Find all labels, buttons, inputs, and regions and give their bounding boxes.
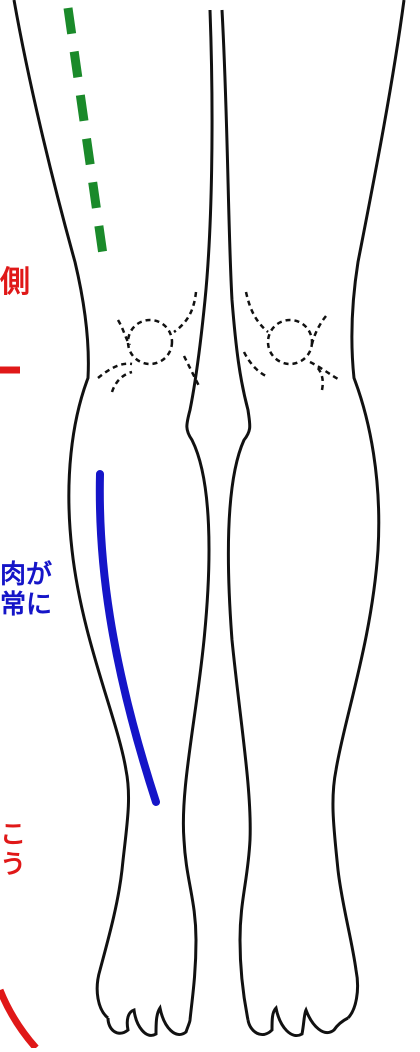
blue-annotation-line1: 肉が (0, 560, 52, 590)
red-curve-bottom (0, 990, 36, 1048)
red-annotation-low: こ う (0, 820, 26, 880)
right-leg-inner-contour (222, 10, 250, 1020)
right-leg-outer-contour (333, 0, 404, 1018)
blue-annotation-line2: 常に (0, 590, 52, 620)
blue-annotation: 肉が 常に (0, 560, 52, 620)
right-foot-toes (248, 1008, 348, 1036)
left-kneecap-dotted (98, 292, 200, 392)
right-kneecap-dotted (244, 292, 340, 390)
left-leg-outer-contour (14, 0, 129, 1018)
green-dashed-thigh-line (68, 8, 104, 262)
red-annotation-side: 側 (0, 268, 30, 298)
red-annotation-low-line2: う (0, 850, 26, 880)
left-leg-inner-contour (183, 10, 212, 1020)
left-foot-toes (108, 1008, 190, 1035)
red-annotation-low-line1: こ (0, 820, 26, 850)
blue-shin-line (100, 474, 156, 802)
